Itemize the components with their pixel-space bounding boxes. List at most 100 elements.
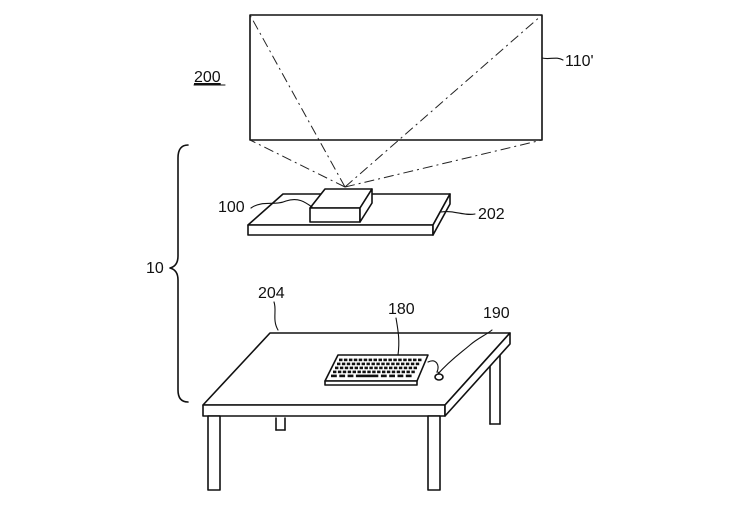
projector — [309, 188, 373, 223]
label-keyboard: 180 — [388, 301, 415, 318]
keyboard-key — [413, 358, 417, 362]
keyboard — [324, 354, 429, 386]
projection-screen — [249, 14, 543, 141]
keyboard-key — [369, 366, 373, 370]
label-system: 200 — [194, 69, 221, 86]
keyboard-key — [346, 362, 351, 366]
keyboard-key — [401, 370, 405, 374]
keyboard-key — [396, 370, 401, 374]
keyboard-key — [367, 370, 371, 374]
keyboard-key — [418, 358, 422, 362]
keyboard-key — [397, 374, 404, 378]
keyboard-key — [349, 366, 354, 370]
keyboard-key — [377, 370, 381, 374]
keyboard-key — [382, 370, 386, 374]
keyboard-key — [339, 366, 344, 370]
leader-204 — [273, 301, 279, 331]
screen-frame — [249, 14, 543, 141]
keyboard-key — [393, 366, 398, 370]
keyboard-key — [386, 370, 391, 374]
leader-202 — [440, 211, 476, 215]
keyboard-key — [411, 370, 415, 374]
keyboard-key — [352, 370, 356, 374]
table-leg-front-left — [207, 415, 221, 491]
leader-lines — [250, 57, 564, 356]
keyboard-key — [361, 362, 365, 366]
keyboard-key — [339, 358, 343, 362]
projector-side — [359, 188, 373, 223]
table-side-edge — [444, 332, 511, 417]
keyboard-key — [383, 358, 387, 362]
keyboard-key — [380, 374, 387, 378]
table-leg-front-right — [427, 415, 441, 491]
keyboard-key — [405, 374, 412, 378]
label-projector: 100 — [218, 199, 245, 216]
bracket-10 — [169, 144, 189, 403]
keyboard-key — [415, 362, 420, 366]
keyboard-key — [337, 362, 341, 366]
keyboard-key — [391, 370, 396, 374]
platform-front — [247, 224, 434, 236]
keyboard-key — [341, 362, 346, 366]
keyboard-key — [368, 358, 373, 362]
keyboard-key — [396, 362, 400, 366]
keyboard-key — [372, 370, 376, 374]
keyboard-key — [410, 362, 415, 366]
beam-line-top-right — [344, 14, 543, 188]
keyboard-key — [388, 358, 392, 362]
keyboard-key — [379, 366, 383, 370]
mouse — [434, 373, 444, 381]
keyboard-key — [343, 358, 348, 362]
table — [202, 332, 511, 491]
keyboard-key — [386, 362, 390, 366]
keyboard-key — [374, 366, 378, 370]
keyboard-key — [363, 358, 368, 362]
label-table: 204 — [258, 285, 285, 302]
keyboard-keys — [331, 358, 422, 378]
keyboard-key — [364, 366, 368, 370]
label-bracket: 10 — [146, 260, 164, 277]
keyboard-key — [353, 358, 358, 362]
keyboard-key — [401, 362, 405, 366]
keyboard-key — [357, 370, 361, 374]
keyboard-key — [348, 358, 353, 362]
leader-100 — [250, 198, 313, 209]
keyboard-key — [378, 358, 382, 362]
leader-180 — [395, 317, 400, 356]
keyboard-key — [358, 358, 363, 362]
keyboard-key — [366, 362, 370, 366]
keyboard-key — [347, 370, 352, 374]
keyboard-key — [359, 366, 363, 370]
keyboard-spacebar — [355, 374, 379, 378]
label-platform: 202 — [478, 206, 505, 223]
keyboard-key — [362, 370, 366, 374]
keyboard-key — [356, 362, 361, 366]
keyboard-key — [405, 362, 410, 366]
keyboard-key — [351, 362, 356, 366]
label-cable: 190 — [483, 305, 510, 322]
keyboard-front — [324, 380, 418, 386]
keyboard-key — [398, 358, 402, 362]
projection-beam — [249, 14, 543, 188]
keyboard-key — [331, 374, 337, 378]
keyboard-key — [371, 362, 375, 366]
keyboard-key — [381, 362, 385, 366]
beam-line-top-left — [249, 14, 346, 188]
keyboard-key — [376, 362, 380, 366]
leader-110 — [541, 57, 564, 61]
keyboard-key — [413, 366, 417, 370]
keyboard-key — [339, 374, 346, 378]
keyboard-key — [389, 366, 393, 370]
keyboard-key — [333, 370, 337, 374]
table-front-edge — [202, 404, 446, 417]
beam-line-bottom-left — [249, 139, 346, 188]
keyboard-key — [373, 358, 377, 362]
cable-to-label — [436, 329, 493, 376]
keyboard-key — [408, 358, 412, 362]
keyboard-key — [403, 358, 407, 362]
keyboard-key — [342, 370, 347, 374]
projector-front — [309, 207, 361, 223]
keyboard-key — [344, 366, 349, 370]
